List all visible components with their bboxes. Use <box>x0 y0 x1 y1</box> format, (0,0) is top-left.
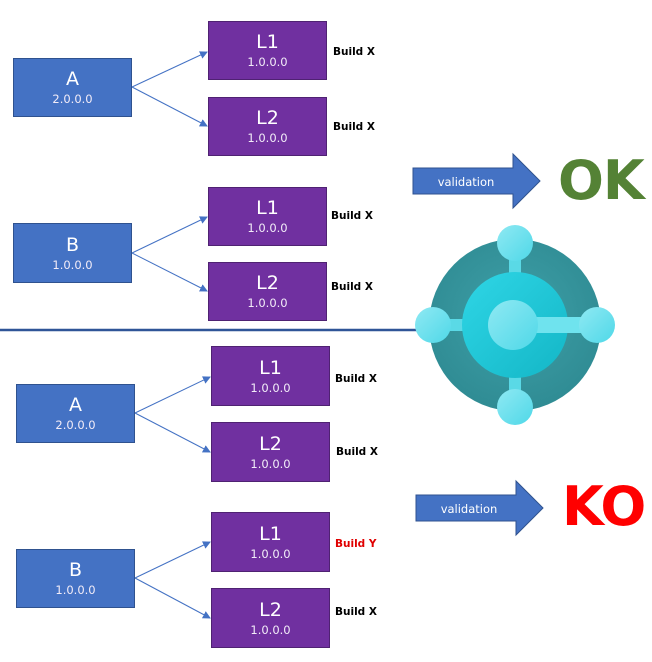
validation-arrow-top <box>412 152 541 210</box>
lib-version: 1.0.0.0 <box>247 221 288 235</box>
build-label-bottom-a-l1: Build X <box>335 373 377 385</box>
app-box-bottom-b: B 1.0.0.0 <box>16 549 135 608</box>
lib-box-bottom-b-l1: L1 1.0.0.0 <box>211 512 330 572</box>
connector-bottom-a-l1 <box>134 376 211 414</box>
lib-box-top-b-l1: L1 1.0.0.0 <box>208 187 327 246</box>
connector-top-b-l2 <box>131 252 208 292</box>
build-label-top-a-l1: Build X <box>333 46 375 58</box>
lib-name: L2 <box>259 432 282 455</box>
build-label-bottom-b-l1: Build Y <box>335 538 377 550</box>
app-version: 2.0.0.0 <box>55 418 96 432</box>
result-ok: OK <box>558 149 645 212</box>
connector-bottom-b-l2 <box>134 577 211 619</box>
lib-version: 1.0.0.0 <box>250 546 291 561</box>
validation-label-bottom: validation <box>440 502 498 516</box>
lib-box-top-b-l2: L2 1.0.0.0 <box>208 262 327 321</box>
build-label-bottom-a-l2: Build X <box>336 446 378 458</box>
build-label-top-b-l2: Build X <box>331 281 373 293</box>
lib-name: L1 <box>259 522 282 545</box>
lib-name: L1 <box>256 31 279 53</box>
lib-name: L1 <box>259 356 282 379</box>
connector-top-a-l1 <box>131 51 208 88</box>
app-version: 1.0.0.0 <box>52 257 93 272</box>
result-ko: KO <box>562 475 646 538</box>
lib-version: 1.0.0.0 <box>250 622 291 637</box>
lib-version: 1.0.0.0 <box>247 296 288 310</box>
connector-bottom-b-l1 <box>134 541 211 579</box>
app-version: 1.0.0.0 <box>55 583 96 597</box>
lib-name: L2 <box>256 272 279 294</box>
lib-version: 1.0.0.0 <box>247 55 288 69</box>
connector-bottom-a-l2 <box>134 412 211 453</box>
lib-box-bottom-a-l1: L1 1.0.0.0 <box>211 346 330 406</box>
business-central-logo-icon <box>415 225 615 425</box>
app-version: 2.0.0.0 <box>52 92 93 106</box>
app-name: B <box>65 233 80 256</box>
app-box-top-b: B 1.0.0.0 <box>13 223 132 283</box>
lib-version: 1.0.0.0 <box>247 131 288 145</box>
validation-label-top: validation <box>437 175 495 189</box>
build-label-bottom-b-l2: Build X <box>335 606 377 618</box>
app-name: A <box>66 68 79 90</box>
lib-name: L2 <box>256 107 279 129</box>
connector-top-a-l2 <box>131 86 208 127</box>
lib-box-top-a-l2: L2 1.0.0.0 <box>208 97 327 156</box>
lib-box-bottom-a-l2: L2 1.0.0.0 <box>211 422 330 482</box>
lib-box-top-a-l1: L1 1.0.0.0 <box>208 21 327 80</box>
app-name: B <box>68 559 83 581</box>
connector-top-b-l1 <box>131 216 208 254</box>
app-box-bottom-a: A 2.0.0.0 <box>16 384 135 443</box>
lib-name: L2 <box>259 598 282 621</box>
app-name: A <box>69 394 82 416</box>
lib-version: 1.0.0.0 <box>250 380 291 395</box>
build-label-top-b-l1: Build X <box>331 210 373 222</box>
app-box-top-a: A 2.0.0.0 <box>13 58 132 117</box>
validation-arrow-bottom <box>415 479 544 537</box>
lib-box-bottom-b-l2: L2 1.0.0.0 <box>211 588 330 648</box>
lib-version: 1.0.0.0 <box>250 456 291 471</box>
build-label-top-a-l2: Build X <box>333 121 375 133</box>
lib-name: L1 <box>256 197 279 219</box>
